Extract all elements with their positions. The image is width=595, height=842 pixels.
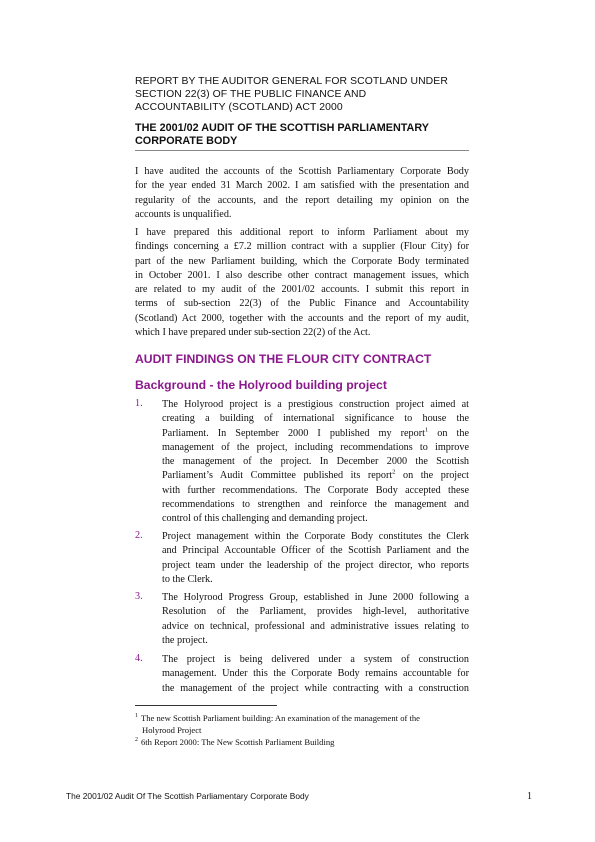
footnote-text: 6th Report 2000: The New Scottish Parlia… <box>141 737 335 747</box>
intro-paragraph-2: I have prepared this additional report t… <box>135 226 469 340</box>
paragraph-line: findings concerning a £7.2 million contr… <box>135 241 469 253</box>
footnote-text: The new Scottish Parliament building: An… <box>141 713 420 723</box>
report-header-line: REPORT BY THE AUDITOR GENERAL FOR SCOTLA… <box>135 76 448 87</box>
numbered-item-3: The Holyrood Progress Group, established… <box>162 591 469 648</box>
document-title: THE 2001/02 AUDIT OF THE SCOTTISH PARLIA… <box>135 122 470 148</box>
item-line: The Holyrood Progress Group, established… <box>162 592 469 603</box>
document-title-line: CORPORATE BODY <box>135 135 238 147</box>
item-line: Parliament. In September 2000 I publishe… <box>162 426 470 441</box>
footnote-1-continued: Holyrood Project <box>142 725 202 735</box>
item-number: 4. <box>135 653 143 664</box>
item-line-text: Parliament. In September 2000 I publishe… <box>162 427 425 439</box>
page-number: 1 <box>527 791 532 802</box>
document-title-line: THE 2001/02 AUDIT OF THE SCOTTISH PARLIA… <box>135 122 429 134</box>
item-line: Parliament’s Audit Committee published i… <box>162 469 469 483</box>
item-line-text: on the project <box>402 470 470 482</box>
item-number: 1. <box>135 398 143 409</box>
paragraph-line: terms of sub-section 22(3) of the Public… <box>135 298 469 310</box>
item-line: management. Under this the Corporate Bod… <box>162 668 469 680</box>
numbered-item-1: The Holyrood project is a prestigious co… <box>162 398 469 527</box>
item-line: Project management within the Corporate … <box>162 531 469 542</box>
item-line: The Holyrood project is a prestigious co… <box>162 399 469 410</box>
item-line: recommendations to strengthen and reinfo… <box>162 499 469 511</box>
paragraph-line: which I have prepared under sub-section … <box>135 327 371 339</box>
title-divider <box>135 150 469 151</box>
paragraph-line: I have audited the accounts of the Scott… <box>135 166 469 177</box>
paragraph-line: are related to my audit of the 2001/02 a… <box>135 284 469 296</box>
footnote-mark: 1 <box>135 713 138 720</box>
report-header-line: SECTION 22(3) OF THE PUBLIC FINANCE AND <box>135 89 367 100</box>
item-line: the project. <box>162 634 208 646</box>
item-number: 3. <box>135 591 143 602</box>
paragraph-line: regularity of the accounts, and the repo… <box>135 194 469 206</box>
paragraph-line: in October 2001. I also describe other c… <box>135 269 469 281</box>
report-header: REPORT BY THE AUDITOR GENERAL FOR SCOTLA… <box>135 75 470 114</box>
item-line: with further recommendations. The Corpor… <box>162 484 469 496</box>
item-line-text: on the <box>437 427 470 439</box>
item-line: project team under the leadership of the… <box>162 559 469 571</box>
item-line: creating a building of international sig… <box>162 413 469 425</box>
numbered-item-2: Project management within the Corporate … <box>162 530 469 587</box>
item-line-text: Parliament’s Audit Committee published i… <box>162 470 393 482</box>
report-header-line: ACCOUNTABILITY (SCOTLAND) ACT 2000 <box>135 102 343 113</box>
paragraph-line: I have prepared this additional report t… <box>135 227 469 238</box>
paragraph-line: accounts is unqualified. <box>135 208 232 220</box>
intro-paragraph-1: I have audited the accounts of the Scott… <box>135 165 469 222</box>
item-number: 2. <box>135 530 143 541</box>
footnote-ref: 2 <box>392 469 396 477</box>
item-line: to the Clerk. <box>162 573 213 585</box>
section-heading: AUDIT FINDINGS ON THE FLOUR CITY CONTRAC… <box>135 352 432 366</box>
item-line: control of this challenging and demandin… <box>162 513 368 525</box>
paragraph-line: (Scotland) Act 2000, together with the a… <box>135 312 469 324</box>
item-line: the management of the project. In Decemb… <box>162 456 469 468</box>
item-line: and Principal Accountable Officer of the… <box>162 545 469 557</box>
footnote-divider <box>135 705 277 706</box>
item-line: advice on technical, professional and ad… <box>162 620 469 632</box>
footnote-mark: 2 <box>135 737 138 744</box>
item-line: the management of the project while cont… <box>162 682 469 694</box>
subsection-heading: Background - the Holyrood building proje… <box>135 378 387 392</box>
page-footer: The 2001/02 Audit Of The Scottish Parlia… <box>66 791 309 801</box>
numbered-item-4: The project is being delivered under a s… <box>162 653 469 696</box>
item-line: Resolution of the Parliament, provides h… <box>162 606 469 618</box>
footnote-ref: 1 <box>424 426 429 434</box>
item-line: The project is being delivered under a s… <box>162 654 469 665</box>
paragraph-line: part of the new Parliament building, whi… <box>135 255 469 267</box>
item-line: management of the project, including rec… <box>162 441 469 453</box>
paragraph-line: for the year ended 31 March 2002. I am s… <box>135 180 469 192</box>
